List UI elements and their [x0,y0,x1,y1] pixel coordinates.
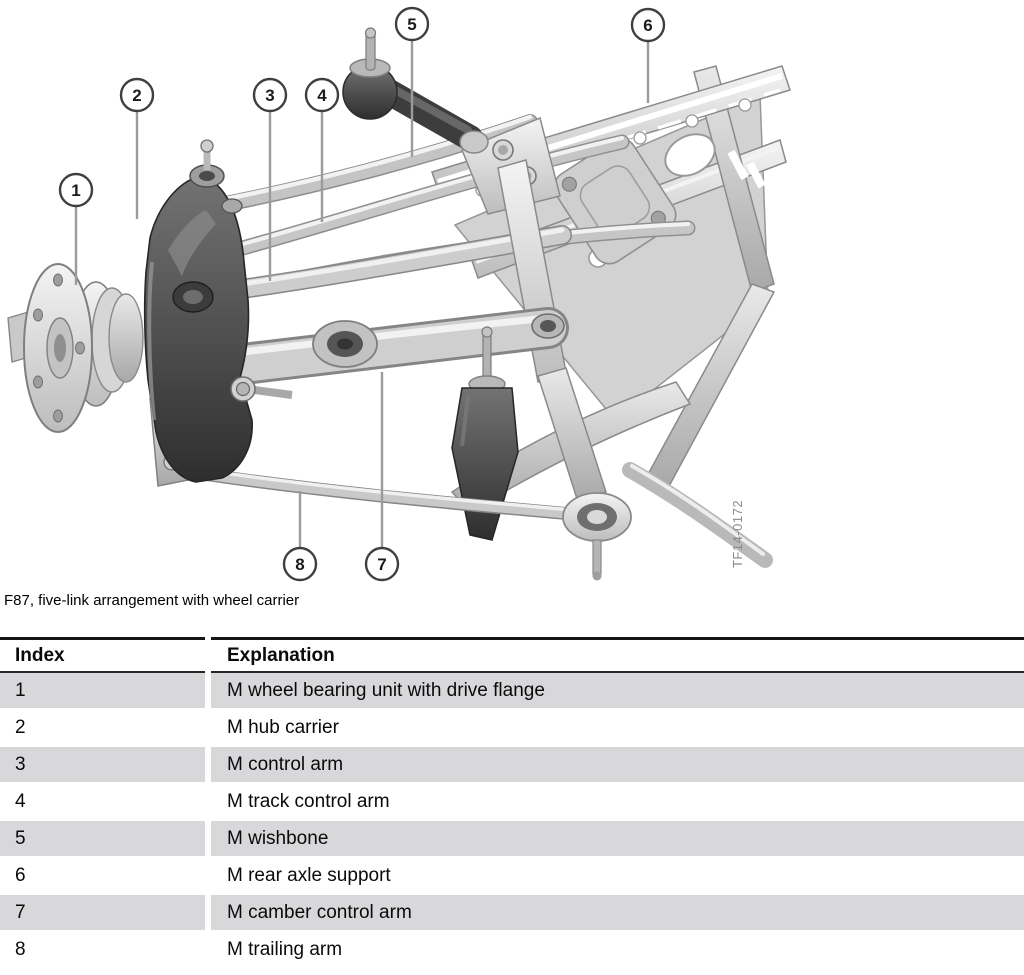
column-gap [205,858,211,895]
explanation-cell: M track control arm [211,784,1024,821]
index-cell: 4 [0,784,205,821]
table-header-row: Index Explanation [0,637,1024,673]
figure-caption: F87, five-link arrangement with wheel ca… [4,592,300,609]
svg-text:2: 2 [132,86,141,105]
column-gap [205,673,211,710]
lower-bushing [562,492,632,581]
index-cell: 6 [0,858,205,895]
explanation-cell: M trailing arm [211,932,1024,969]
explanation-cell: M hub carrier [211,710,1024,747]
figure-code: TF14-0172 [730,500,745,568]
column-gap [205,784,211,821]
index-cell: 1 [0,673,205,710]
camber-control-arm [205,307,569,387]
column-gap [205,895,211,932]
suspension-diagram: 1 2 3 4 5 6 7 8 TF14-017 [7,6,791,582]
svg-text:3: 3 [265,86,274,105]
callout-7: 7 [364,372,400,582]
index-cell: 5 [0,821,205,858]
explanation-cell: M wheel bearing unit with drive flange [211,673,1024,710]
wishbone-mount [342,27,489,154]
explanation-cell: M rear axle support [211,858,1024,895]
index-cell: 8 [0,932,205,969]
explanation-cell: M camber control arm [211,895,1024,932]
explanation-cell: M control arm [211,747,1024,784]
index-cell: 7 [0,895,205,932]
wheel-bearing-unit [7,263,144,433]
column-gap [205,747,211,784]
callout-8: 8 [282,491,318,582]
hub-carrier [143,139,293,483]
column-gap [205,821,211,858]
svg-text:8: 8 [295,555,304,574]
svg-text:5: 5 [407,15,416,34]
index-header: Index [0,637,205,673]
svg-text:7: 7 [377,555,386,574]
svg-text:6: 6 [643,16,652,35]
callout-2: 2 [119,77,155,219]
callout-5: 5 [394,6,430,157]
track-control-arm-link [202,134,630,265]
callout-6: 6 [630,7,666,103]
figure-area: 1 2 3 4 5 6 7 8 TF14-017 [7,6,791,582]
callout-1: 1 [58,172,94,285]
callout-4: 4 [304,77,340,222]
callout-3: 3 [252,77,288,281]
column-gap [205,710,211,747]
column-gap [205,932,211,969]
explanation-cell: M wishbone [211,821,1024,858]
index-cell: 3 [0,747,205,784]
explanation-header: Explanation [211,637,1024,673]
column-gap [205,637,211,673]
svg-text:1: 1 [71,181,80,200]
svg-text:4: 4 [317,86,327,105]
index-cell: 2 [0,710,205,747]
